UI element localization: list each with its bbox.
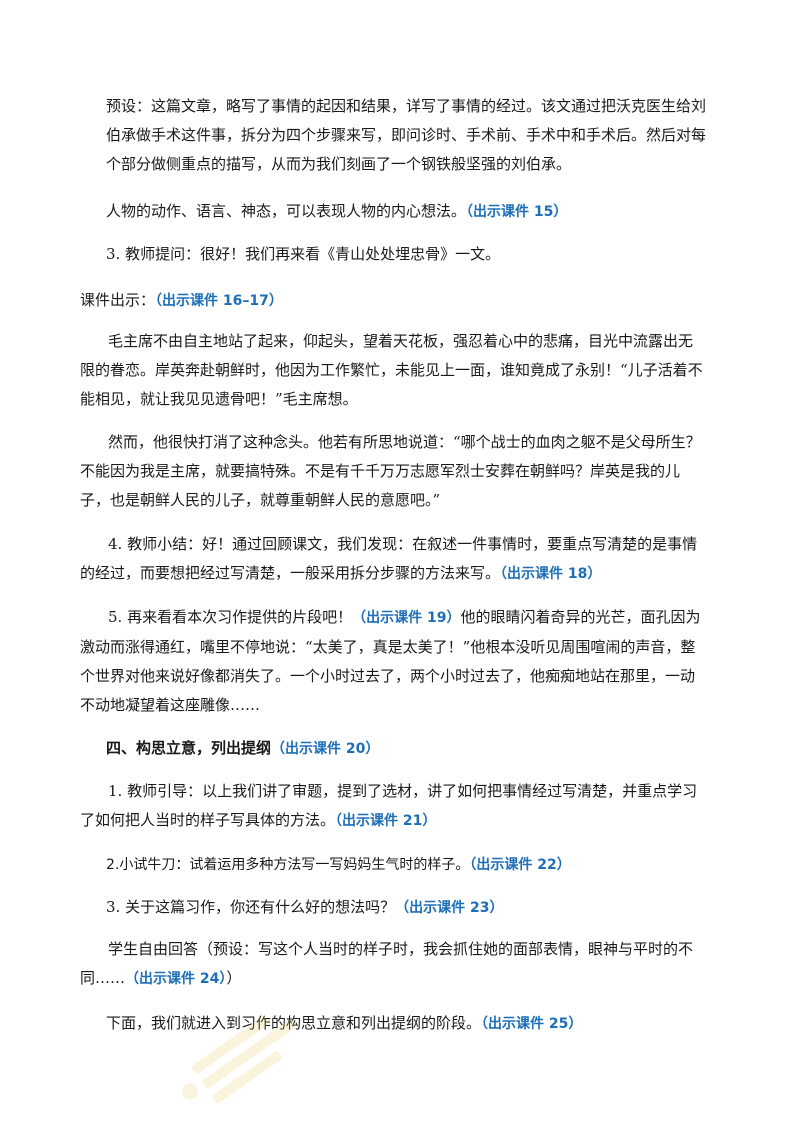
paragraph-ideas: 3. 关于这篇习作，你还有什么好的想法吗？（出示课件 23）: [106, 893, 706, 923]
paragraph-preset-analysis: 预设：这篇文章，略写了事情的起因和结果，详写了事情的经过。该文通过把沃克医生给刘…: [106, 92, 706, 179]
paragraph-text: 4. 教师小结：好！通过回顾课文，我们发现：在叙述一件事情时，要重点写清楚的是事…: [80, 535, 698, 582]
courseware-ref-25: （出示课件 25）: [481, 1016, 583, 1032]
paragraph-text: 课件出示：: [80, 291, 156, 309]
courseware-ref-20: （出示课件 20）: [271, 741, 380, 757]
paragraph-courseware-show: 课件出示：（出示课件 16–17）: [80, 286, 680, 316]
courseware-ref-16-17: （出示课件 16–17）: [155, 293, 283, 309]
paragraph-next-stage: 下面，我们就进入到习作的构思立意和列出提纲的阶段。（出示课件 25）: [106, 1009, 706, 1039]
paragraph-text: 下面，我们就进入到习作的构思立意和列出提纲的阶段。: [106, 1014, 481, 1032]
paragraph-practice: 2.小试牛刀：试着运用多种方法写一写妈妈生气时的样子。（出示课件 22）: [106, 851, 706, 880]
courseware-ref-22: （出示课件 22）: [469, 857, 571, 873]
paragraph-chairman-mao-1: 毛主席不由自主地站了起来，仰起头，望着天花板，强忍着心中的悲痛，目光中流露出无限…: [80, 327, 706, 414]
paragraph-chairman-mao-2: 然而，他很快打消了这种念头。他若有所思地说道：“哪个战士的血肉之躯不是父母所生？…: [80, 428, 706, 515]
paragraph-text: ）: [226, 969, 242, 987]
paragraph-excerpt: 5. 再来看看本次习作提供的片段吧！（出示课件 19）他的眼睛闪着奇异的光芒，面…: [80, 603, 706, 720]
paragraph-student-answer: 学生自由回答（预设：写这个人当时的样子时，我会抓住她的面部表情，眼神与平时的不同…: [80, 935, 706, 994]
courseware-ref-21: （出示课件 21）: [335, 813, 437, 829]
watermark-logo-icon: [181, 1016, 296, 1104]
paragraph-text: 毛主席不由自主地站了起来，仰起头，望着天花板，强忍着心中的悲痛，目光中流露出无限…: [80, 332, 703, 408]
paragraph-text: 人物的动作、语言、神态，可以表现人物的内心想法。: [106, 202, 467, 220]
paragraph-teacher-question: 3. 教师提问：很好！我们再来看《青山处处埋忠骨》一文。: [106, 240, 706, 269]
paragraph-text: 学生自由回答（预设：写这个人当时的样子时，我会抓住她的面部表情，眼神与平时的不同…: [80, 940, 694, 987]
courseware-ref-19: （出示课件 19）: [352, 610, 461, 626]
courseware-ref-18: （出示课件 18）: [500, 566, 602, 582]
paragraph-text: 然而，他很快打消了这种念头。他若有所思地说道：“哪个战士的血肉之躯不是父母所生？…: [80, 433, 701, 509]
paragraph-teacher-summary: 4. 教师小结：好！通过回顾课文，我们发现：在叙述一件事情时，要重点写清楚的是事…: [80, 530, 706, 589]
paragraph-text: 他的眼睛闪着奇异的光芒，面孔因为激动而涨得通红，嘴里不停地说：“太美了，真是太美…: [80, 608, 701, 714]
courseware-ref-15: （出示课件 15）: [466, 204, 568, 220]
section-heading-4: 四、构思立意，列出提纲（出示课件 20）: [106, 734, 706, 764]
paragraph-text: 3. 关于这篇习作，你还有什么好的想法吗？: [106, 898, 396, 916]
paragraph-character-actions: 人物的动作、语言、神态，可以表现人物的内心想法。（出示课件 15）: [106, 197, 706, 227]
courseware-ref-24: （出示课件 24）: [125, 971, 227, 987]
paragraph-text: 5. 再来看看本次习作提供的片段吧！: [108, 608, 353, 626]
paragraph-teacher-guide: 1. 教师引导：以上我们讲了审题，提到了选材，讲了如何把事情经过写清楚，并重点学…: [80, 777, 706, 836]
heading-text: 四、构思立意，列出提纲: [106, 739, 272, 757]
paragraph-text: 1. 教师引导：以上我们讲了审题，提到了选材，讲了如何把事情经过写清楚，并重点学…: [80, 782, 698, 829]
paragraph-text: 2.小试牛刀：试着运用多种方法写一写妈妈生气时的样子。: [106, 857, 470, 873]
paragraph-text: 3. 教师提问：很好！我们再来看《青山处处埋忠骨》一文。: [106, 245, 501, 263]
paragraph-text: 预设：这篇文章，略写了事情的起因和结果，详写了事情的经过。该文通过把沃克医生给刘…: [106, 97, 707, 173]
courseware-ref-23: （出示课件 23）: [395, 900, 504, 916]
